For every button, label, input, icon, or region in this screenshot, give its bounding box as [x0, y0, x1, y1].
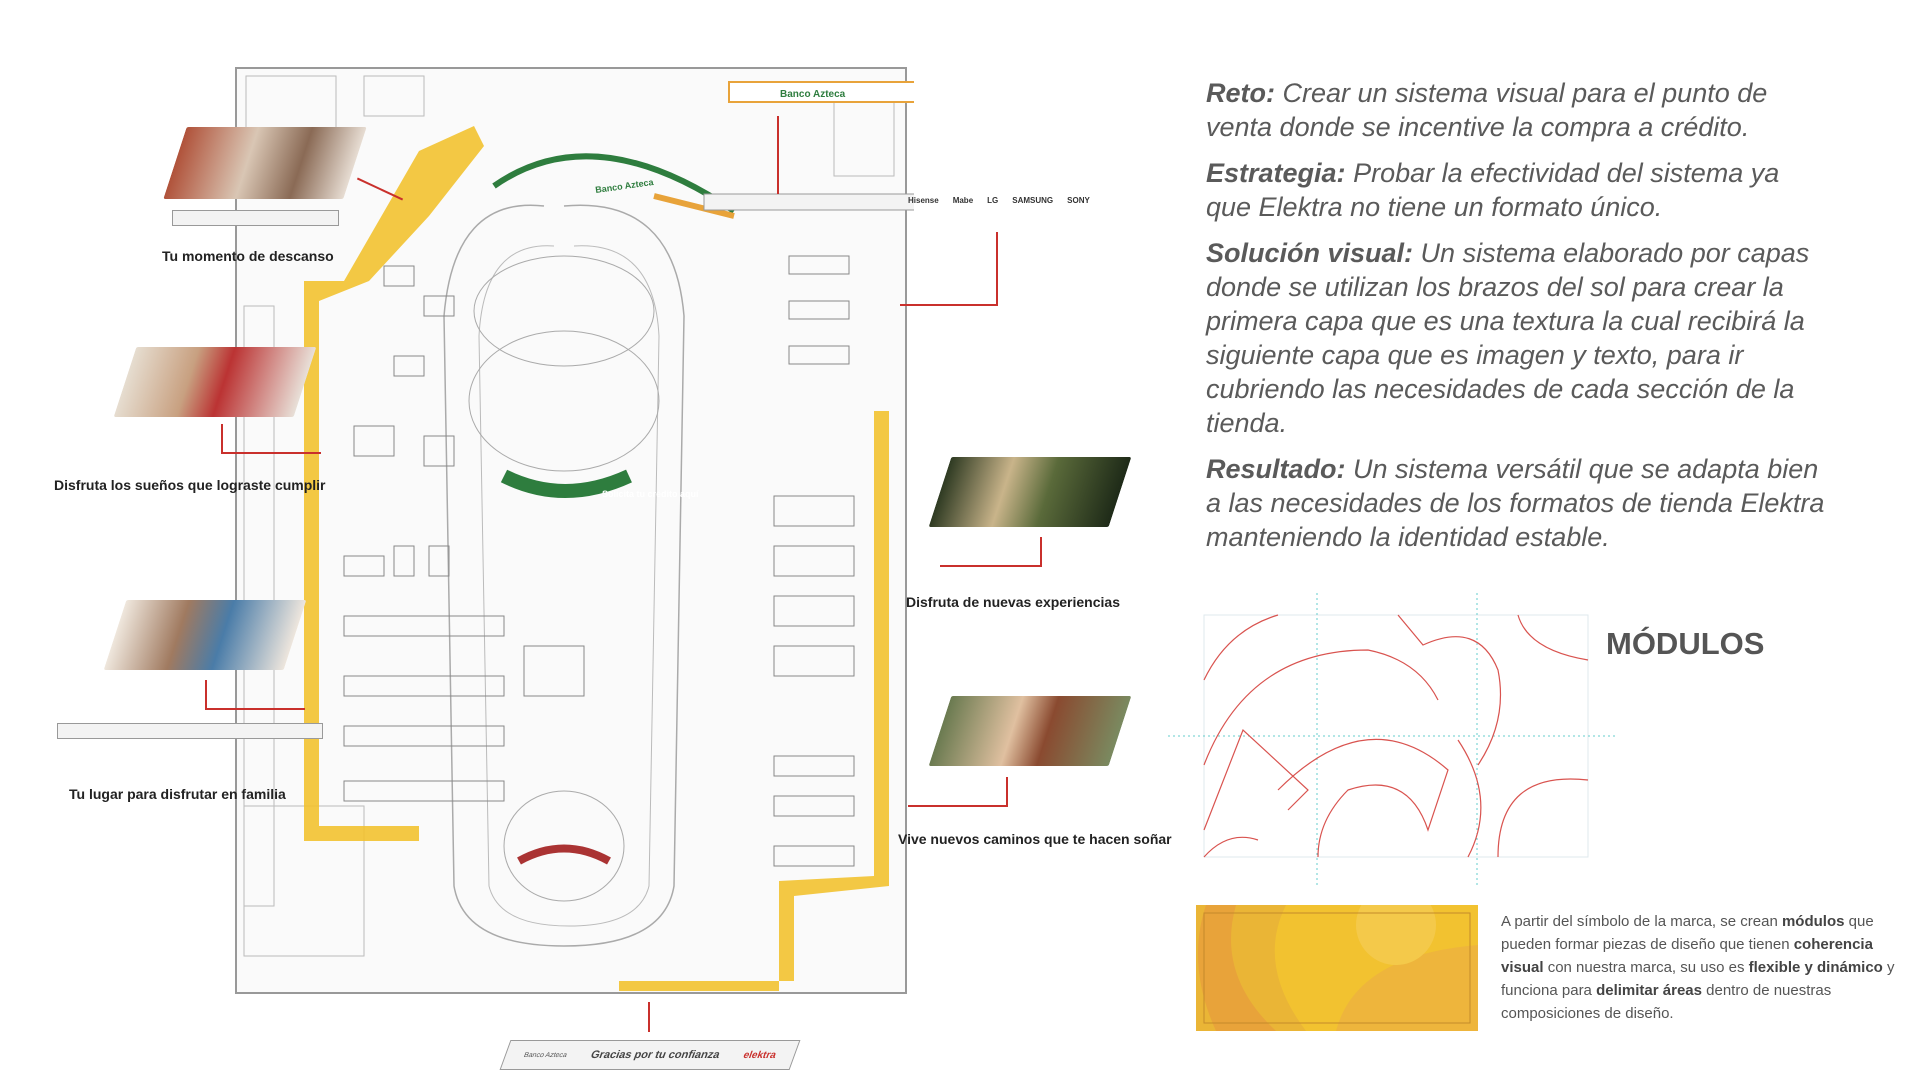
zone-photo-dreams	[113, 347, 317, 417]
zone-arrow-roads	[908, 777, 1008, 807]
zone-label-dreams: Disfruta los sueños que lograste cumplir	[54, 477, 326, 493]
zone-arrow-family	[205, 680, 305, 710]
desc-bold-3: flexible y dinámico	[1748, 959, 1883, 976]
desc-bold-1: módulos	[1781, 913, 1845, 930]
zone-label-experiences: Disfruta de nuevas experiencias	[906, 594, 1120, 610]
brand-hisense: Hisense	[908, 196, 939, 205]
brand-samsung: SAMSUNG	[1012, 196, 1054, 205]
solucion-label: Solución visual:	[1206, 238, 1414, 268]
desc-text-1: A partir del símbolo de la marca, se cre…	[1501, 913, 1782, 930]
desc-text-2: que pueden formar piezas de diseño que t…	[1501, 913, 1874, 953]
zone-banner-rest	[172, 210, 339, 226]
estrategia-label: Estrategia:	[1206, 158, 1346, 188]
brand-banner: Hisense Mabe LG SAMSUNG SONY	[908, 196, 1090, 205]
desc-bold-2: coherencia visual	[1501, 936, 1873, 976]
modules-title: MÓDULOS	[1606, 626, 1765, 661]
desc-text-5: dentro de nuestras composiciones de dise…	[1501, 982, 1832, 1022]
desc-bold-4: delimitar áreas	[1596, 982, 1702, 999]
solucion-paragraph: Solución visual: Un sistema elaborado po…	[1206, 236, 1826, 440]
resultado-paragraph: Resultado: Un sistema versátil que se ad…	[1206, 452, 1826, 554]
entrance-banner: Banco Azteca Gracias por tu confianza el…	[499, 1040, 801, 1070]
zone-label-roads: Vive nuevos caminos que te hacen soñar	[898, 831, 1172, 847]
zone-banner-family	[57, 723, 323, 739]
brand-sony: SONY	[1067, 196, 1090, 205]
zone-photo-experiences	[928, 457, 1132, 527]
banco-azteca-sign: Banco Azteca	[780, 89, 846, 100]
banco-azteca-logo: Banco Azteca	[522, 1051, 569, 1059]
modules-description: A partir del símbolo de la marca, se cre…	[1501, 910, 1901, 1025]
brand-arrow	[900, 232, 998, 306]
reto-text: Crear un sistema visual para el punto de…	[1206, 78, 1768, 142]
modules-diagram	[1168, 593, 1618, 886]
zone-label-family: Tu lugar para disfrutar en familia	[69, 786, 286, 802]
zone-photo-rest	[163, 127, 367, 199]
zone-label-rest: Tu momento de descanso	[162, 248, 334, 264]
brand-lg: LG	[987, 196, 999, 205]
desc-text-4: y funciona para	[1501, 959, 1895, 999]
banco-arrow	[777, 116, 779, 194]
entrance-banner-text: Gracias por tu confianza	[588, 1049, 722, 1061]
entrance-arrow	[648, 1002, 650, 1032]
reto-paragraph: Reto: Crear un sistema visual para el pu…	[1206, 76, 1826, 144]
reto-label: Reto:	[1206, 78, 1275, 108]
credit-arc-label: Solicita tu crédito aquí	[602, 489, 699, 499]
zone-arrow-experiences	[940, 537, 1042, 567]
module-sample-yellow	[1196, 905, 1478, 1031]
estrategia-text: Probar la efectividad del sistema ya que…	[1206, 158, 1780, 222]
store-floor-plan	[235, 67, 914, 994]
resultado-text: Un sistema versátil que se adapta bien a…	[1206, 454, 1825, 552]
case-study-copy: Reto: Crear un sistema visual para el pu…	[1206, 76, 1826, 566]
desc-text-3: con nuestra marca, su uso es	[1543, 959, 1749, 976]
estrategia-paragraph: Estrategia: Probar la efectividad del si…	[1206, 156, 1826, 224]
zone-photo-family	[103, 600, 307, 670]
brand-mabe: Mabe	[952, 196, 974, 205]
solucion-text: Un sistema elaborado por capas donde se …	[1206, 238, 1810, 438]
elektra-logo: elektra	[741, 1049, 778, 1061]
zone-photo-roads	[928, 696, 1132, 766]
zone-arrow-dreams	[221, 424, 321, 454]
resultado-label: Resultado:	[1206, 454, 1346, 484]
